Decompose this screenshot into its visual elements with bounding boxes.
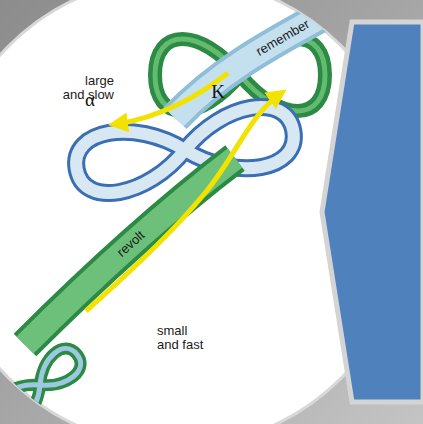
phase-symbol: K xyxy=(211,82,225,103)
remember-band xyxy=(175,0,350,118)
remember-band-face xyxy=(175,0,350,118)
remember-arrow xyxy=(116,73,228,124)
small-cycle xyxy=(0,343,86,424)
cycle-drawing xyxy=(0,0,350,424)
revolt-band-face xyxy=(25,158,235,345)
phase-symbol: α xyxy=(85,90,95,111)
small-cycle-edge xyxy=(0,343,86,424)
revolt-arrow xyxy=(86,94,280,311)
revolt-band xyxy=(25,158,235,345)
blue-chevron xyxy=(322,22,423,402)
small-cycle-face xyxy=(0,343,86,424)
scale-label: small and fast xyxy=(157,324,209,353)
